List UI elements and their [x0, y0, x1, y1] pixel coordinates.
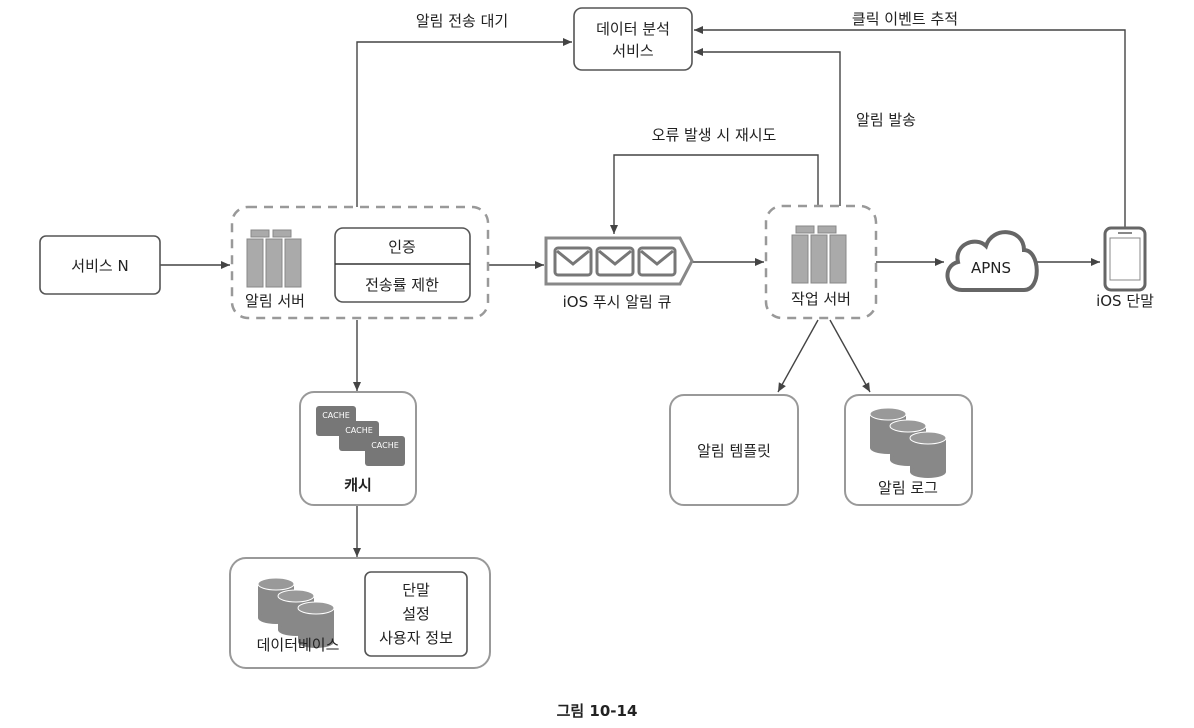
cache-icon-text: CACHE — [371, 441, 399, 450]
worker-label: 작업 서버 — [791, 290, 851, 308]
auth-label: 인증 — [388, 238, 416, 256]
edge-wait: 알림 전송 대기 — [356, 12, 572, 207]
notification-template-node: 알림 템플릿 — [669, 394, 799, 506]
notification-log-node: 알림 로그 — [844, 394, 973, 506]
server-icon — [246, 229, 302, 288]
cache-icon-text: CACHE — [345, 426, 373, 435]
service-n-node: 서비스 N — [39, 235, 161, 295]
database-label: 데이터베이스 — [257, 636, 340, 654]
queue-label: iOS 푸시 알림 큐 — [563, 293, 672, 311]
cache-label: 캐시 — [344, 476, 372, 494]
edge-click-label: 클릭 이벤트 추적 — [852, 10, 958, 28]
device-label: iOS 단말 — [1096, 292, 1154, 310]
service-n-label: 서비스 N — [71, 257, 128, 275]
analytics-service-node: 데이터 분석 서비스 — [573, 7, 693, 71]
arrow-worker-to-template — [777, 319, 819, 393]
database-node: 데이터베이스 단말 설정 사용자 정보 — [229, 557, 491, 669]
arrow-worker-to-log — [829, 319, 871, 393]
db-user-info-label: 사용자 정보 — [379, 629, 453, 647]
analytics-line2: 서비스 — [612, 42, 654, 60]
template-label: 알림 템플릿 — [697, 442, 771, 460]
edge-sent: 알림 발송 — [694, 48, 916, 206]
notification-server-label: 알림 서버 — [245, 292, 305, 310]
edge-retry: 오류 발생 시 재시도 — [610, 126, 819, 234]
message-icons — [553, 246, 677, 277]
db-device-label: 단말 — [402, 581, 430, 599]
server-icon — [791, 225, 847, 284]
cache-node: CACHE CACHE CACHE 캐시 — [299, 391, 417, 506]
smartphone-icon — [1103, 226, 1147, 292]
cache-icon-text: CACHE — [322, 411, 350, 420]
rate-limit-label: 전송률 제한 — [365, 276, 439, 294]
edge-wait-label: 알림 전송 대기 — [416, 12, 508, 30]
log-label: 알림 로그 — [878, 479, 938, 497]
edge-retry-label: 오류 발생 시 재시도 — [652, 126, 777, 144]
figure-caption: 그림 10-14 — [557, 702, 638, 720]
apns-label: APNS — [971, 259, 1011, 277]
analytics-line1: 데이터 분석 — [596, 20, 670, 38]
ios-device-node: iOS 단말 — [1096, 226, 1154, 310]
db-settings-label: 설정 — [402, 605, 430, 623]
cache-icon: CACHE CACHE CACHE — [316, 406, 405, 466]
apns-node: APNS — [945, 230, 1039, 292]
notification-server-node: 알림 서버 인증 전송률 제한 — [230, 205, 490, 320]
worker-server-node: 작업 서버 — [764, 204, 878, 320]
ios-push-queue-node: iOS 푸시 알림 큐 — [544, 236, 694, 311]
edge-sent-label: 알림 발송 — [856, 111, 916, 129]
edge-click: 클릭 이벤트 추적 — [694, 10, 1126, 228]
cloud-icon — [945, 230, 1039, 292]
